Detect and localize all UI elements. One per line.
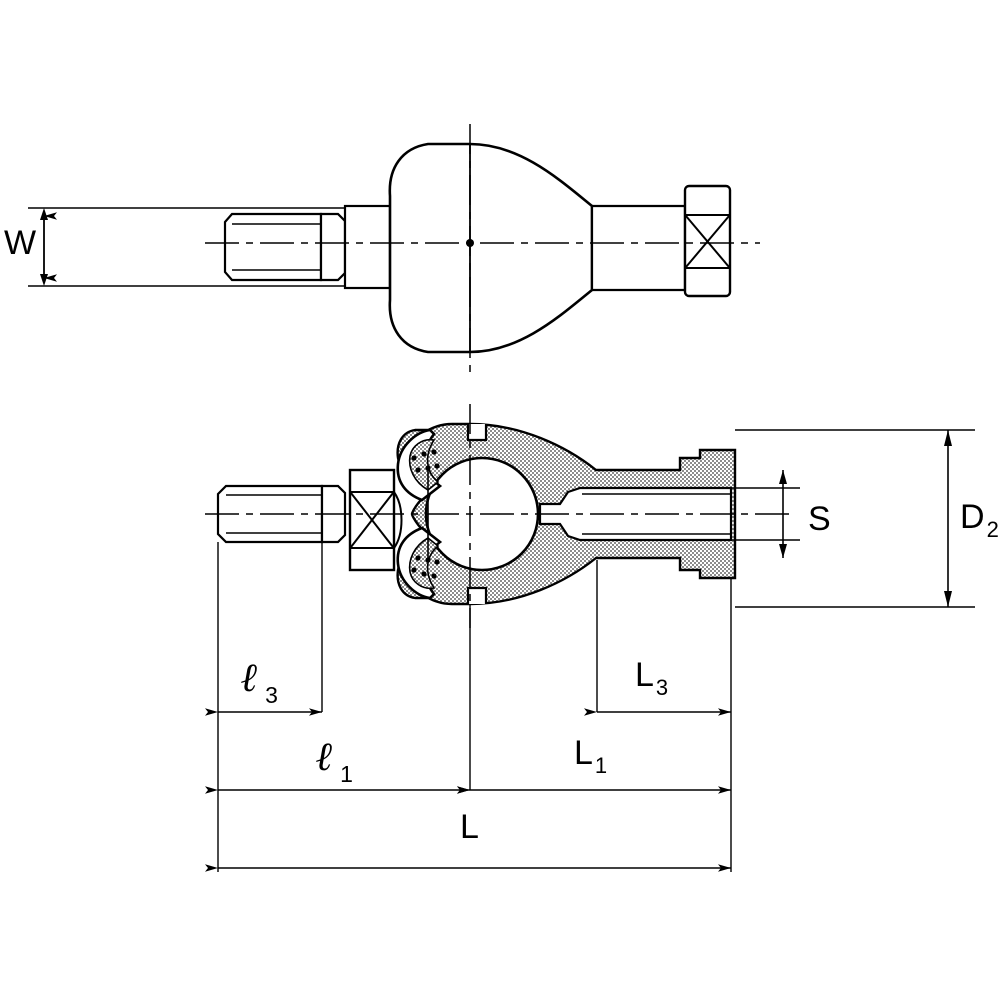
side-view-group xyxy=(28,124,760,372)
dimension-label-D2-subscript: 2 xyxy=(986,517,999,542)
side-view-threaded-stud xyxy=(223,204,392,290)
dimension-label-D2-base: D xyxy=(960,498,985,536)
dimension-D2 xyxy=(735,429,975,608)
dimension-label-L1-subscript: 1 xyxy=(594,753,608,778)
dimension-label-l3-subscript: 3 xyxy=(265,682,278,708)
section-view-centerlines xyxy=(205,404,790,628)
dimension-label-l3-base: ℓ xyxy=(241,655,259,700)
dimension-label-L: L xyxy=(460,808,479,846)
dimension-S xyxy=(731,470,800,558)
dimension-label-L1: L1 xyxy=(574,734,607,777)
side-view-body xyxy=(388,142,594,354)
side-view-neck xyxy=(590,184,732,298)
section-view-group xyxy=(205,404,790,628)
dimension-lines xyxy=(205,429,975,872)
dimension-label-S: S xyxy=(808,500,831,538)
dimension-label-L3-subscript: 3 xyxy=(655,675,669,700)
dust-seal-lower xyxy=(396,526,443,600)
dimension-label-D2: D2 xyxy=(960,498,999,541)
dimension-label-L3-base: L xyxy=(635,656,654,694)
side-view-centerlines xyxy=(205,124,760,372)
dimension-label-L3: L3 xyxy=(635,656,668,699)
dimension-label-l1-base: ℓ xyxy=(316,734,334,779)
dimension-W xyxy=(28,207,375,287)
dimension-label-l1-subscript: 1 xyxy=(340,761,353,787)
dust-seal-upper xyxy=(396,428,443,502)
dimension-label-L1-base: L xyxy=(574,734,593,772)
dimension-label-W: W xyxy=(4,224,37,262)
section-threaded-stud xyxy=(216,468,403,572)
